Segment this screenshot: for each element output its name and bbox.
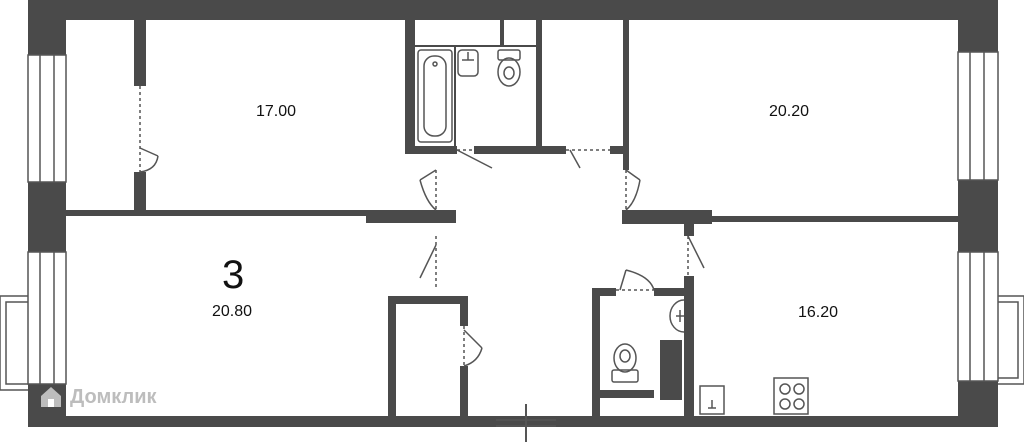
room-area-living-room: 20.80 [212,303,253,320]
sink-icon [457,49,479,77]
house-logo-icon [41,387,61,407]
toilet-icon [611,343,639,383]
room-count-label: 3 [222,253,245,297]
toilet-icon [497,49,521,87]
stove-icon [699,377,809,415]
sink-icon [669,299,685,333]
watermark-text: Домклик [70,385,157,408]
room-area-bedroom-top-right: 20.20 [769,103,810,120]
windows [0,51,1024,391]
bathtub-icon [417,49,453,143]
room-area-kitchen: 16.20 [798,304,839,321]
walls [28,0,998,427]
bathroom-partitions [415,45,536,146]
watermark: Домклик [38,384,157,410]
doors [139,86,705,442]
room-area-bedroom-top-left: 17.00 [256,103,297,120]
